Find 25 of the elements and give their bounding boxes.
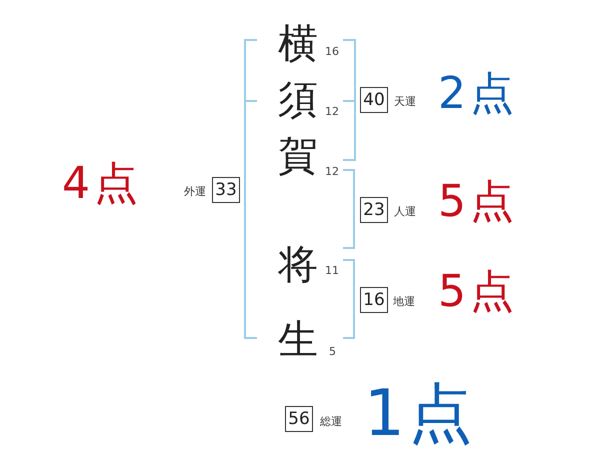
name-character: 須 [277,80,319,120]
fortune-category-label: 総運 [320,416,342,427]
number-box: 33 [212,177,240,203]
name-character: 生 [277,320,319,360]
number-box: 40 [360,87,388,113]
score-text: 4点 [62,162,142,206]
number-box: 16 [360,287,388,313]
stroke-count: 5 [329,346,336,357]
fortune-category-label: 地運 [393,296,415,307]
stroke-count: 12 [325,106,339,117]
number-box: 23 [360,197,388,223]
stroke-count: 11 [325,265,339,276]
name-character: 将 [277,245,319,285]
fortune-category-label: 天運 [394,96,416,107]
name-character: 横 [277,24,319,64]
name-character: 賀 [277,136,319,176]
score-text: 1点 [364,382,477,446]
fortune-category-label: 人運 [394,206,416,217]
stroke-count: 16 [325,46,339,57]
score-text: 5点 [438,270,518,314]
score-text: 2点 [438,72,518,116]
fortune-category-label: 外運 [184,186,206,197]
number-box: 56 [285,406,313,432]
score-text: 5点 [438,180,518,224]
stroke-count: 12 [325,166,339,177]
